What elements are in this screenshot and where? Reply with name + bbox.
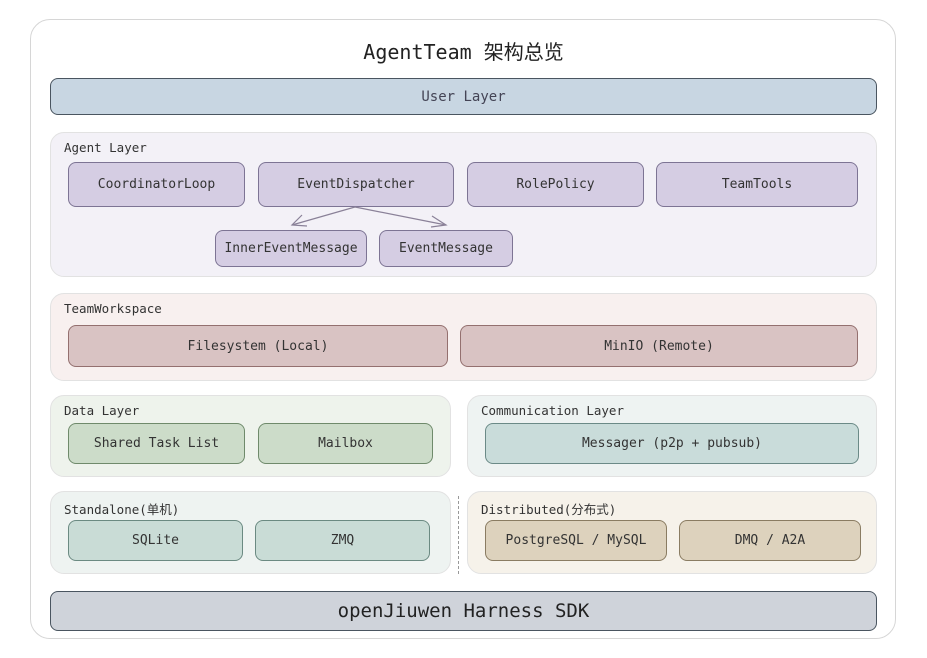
role-policy-box: RolePolicy <box>467 162 644 207</box>
communication-layer-label: Communication Layer <box>481 403 624 418</box>
diagram-title: AgentTeam 架构总览 <box>363 40 564 64</box>
event-dispatcher-box: EventDispatcher <box>258 162 454 207</box>
messager-box: Messager (p2p + pubsub) <box>485 423 859 464</box>
agent-layer-label: Agent Layer <box>64 140 147 155</box>
data-layer-label: Data Layer <box>64 403 140 418</box>
dmq-a2a-box: DMQ / A2A <box>679 520 861 561</box>
coordinator-loop-box: CoordinatorLoop <box>68 162 245 207</box>
zmq-box: ZMQ <box>255 520 430 561</box>
team-workspace-label: TeamWorkspace <box>64 301 162 316</box>
inner-event-message-box: InnerEventMessage <box>215 230 367 267</box>
standalone-distributed-divider <box>458 496 459 574</box>
user-layer-bar: User Layer <box>50 78 877 115</box>
mailbox-box: Mailbox <box>258 423 433 464</box>
distributed-label: Distributed(分布式) <box>481 502 617 517</box>
shared-task-list-box: Shared Task List <box>68 423 245 464</box>
event-message-box: EventMessage <box>379 230 513 267</box>
minio-remote-box: MinIO (Remote) <box>460 325 858 367</box>
sdk-layer-bar: openJiuwen Harness SDK <box>50 591 877 631</box>
postgresql-mysql-box: PostgreSQL / MySQL <box>485 520 667 561</box>
team-tools-box: TeamTools <box>656 162 858 207</box>
sqlite-box: SQLite <box>68 520 243 561</box>
standalone-label: Standalone(单机) <box>64 502 180 517</box>
filesystem-local-box: Filesystem (Local) <box>68 325 448 367</box>
